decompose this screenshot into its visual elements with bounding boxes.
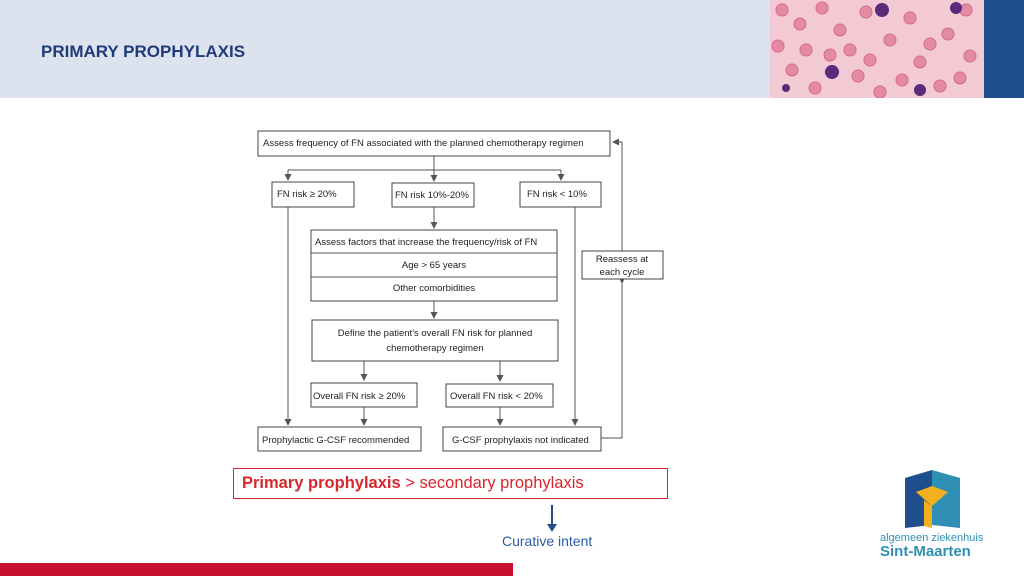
- risk-mid-box: [391, 182, 475, 208]
- risk-mid-text: FN risk 10%-20%: [395, 190, 469, 201]
- footer-accent-bar: [0, 563, 513, 576]
- hospital-logo-icon: [905, 470, 960, 528]
- recommended-box: [257, 426, 422, 452]
- overall-high-box: [310, 382, 418, 408]
- recommended-text: Prophylactic G-CSF recommended: [262, 435, 409, 446]
- reassess-text-1: Reassess at: [596, 254, 649, 265]
- assess-text: Assess frequency of FN associated with t…: [263, 138, 584, 149]
- logo-text-line1: algemeen ziekenhuis: [880, 532, 984, 544]
- down-arrow-icon: [547, 505, 557, 532]
- logo-text-line2: Sint-Maarten: [880, 543, 971, 560]
- factor-age-text: Age > 65 years: [402, 260, 466, 271]
- not-indicated-text: G-CSF prophylaxis not indicated: [452, 435, 589, 446]
- risk-high-text: FN risk ≥ 20%: [277, 189, 337, 200]
- define-risk-text-2: chemotherapy regimen: [386, 343, 483, 354]
- overall-low-box: [445, 383, 554, 408]
- blood-smear-image: [770, 0, 984, 98]
- not-indicated-box: [442, 426, 602, 452]
- factors-box: [310, 229, 558, 302]
- connector: [612, 138, 623, 251]
- callout-rest-text: > secondary prophylaxis: [400, 474, 584, 492]
- define-risk-box: [311, 319, 559, 362]
- assess-box: [257, 130, 611, 157]
- risk-low-box: [519, 181, 602, 208]
- reassess-text-2: each cycle: [600, 267, 645, 278]
- connector: [601, 279, 623, 439]
- risk-high-box: [271, 181, 355, 208]
- page-title: PRIMARY PROPHYLAXIS: [41, 42, 246, 61]
- overall-high-text: Overall FN risk ≥ 20%: [313, 391, 406, 402]
- factor-comorbidities-text: Other comorbidities: [393, 283, 476, 294]
- reassess-box: [581, 250, 664, 280]
- prophylaxis-callout: Primary prophylaxis > secondary prophyla…: [233, 468, 668, 499]
- factors-title-text: Assess factors that increase the frequen…: [315, 237, 537, 248]
- callout-strong-text: Primary prophylaxis: [242, 474, 401, 492]
- header-accent-bar: [984, 0, 1024, 98]
- risk-low-text: FN risk < 10%: [527, 189, 587, 200]
- define-risk-text-1: Define the patient's overall FN risk for…: [338, 328, 533, 339]
- overall-low-text: Overall FN risk < 20%: [450, 391, 543, 402]
- curative-intent-label: Curative intent: [502, 533, 593, 549]
